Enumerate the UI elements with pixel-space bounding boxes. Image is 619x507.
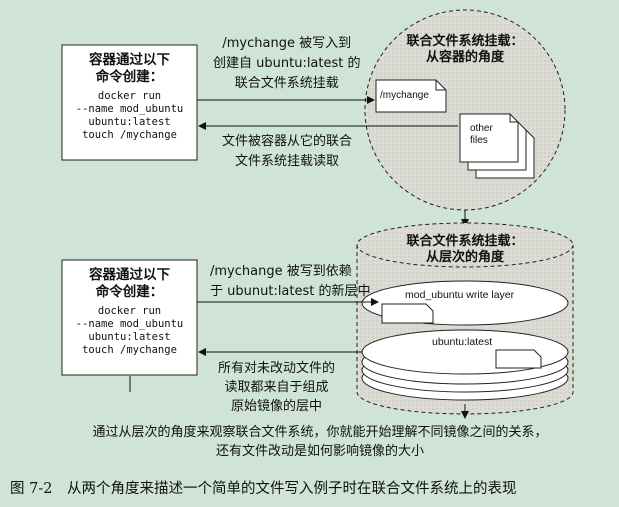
- bottom-read-label: 所有对未改动文件的 读取都来自于组成 原始镜像的层中: [218, 361, 336, 414]
- other-files-label: other files: [470, 123, 493, 146]
- top-box-title: 容器通过以下 命令创建：: [89, 52, 170, 85]
- bottom-box-command: docker run --name mod_ubuntu ubuntu:late…: [75, 305, 184, 357]
- top-read-label: 文件被容器从它的联合 文件系统挂载读取: [222, 134, 353, 169]
- base-layer-file-icon: [495, 349, 542, 369]
- top-box-command: docker run --name mod_ubuntu ubuntu:late…: [75, 90, 184, 142]
- top-command-box: [61, 44, 198, 161]
- bottom-write-label: /mychange 被写到依赖 于 ubunut:latest 的新层中: [210, 264, 371, 300]
- figure-caption: 图 7-2 从两个角度来描述一个简单的文件写入例子时在联合文件系统上的表现: [10, 481, 517, 497]
- mychange-file-label: /mychange: [380, 90, 429, 101]
- mychange-file-icon: [375, 79, 447, 113]
- write-layer-file-icon: [381, 303, 434, 324]
- base-layer-stack: [361, 329, 569, 401]
- layer-view-title: 联合文件系统挂载： 从层次的角度: [406, 234, 524, 266]
- write-layer-label: mod_ubuntu write layer: [405, 289, 515, 301]
- bottom-box-title: 容器通过以下 命令创建：: [89, 267, 170, 300]
- top-write-label: /mychange 被写入到 创建自 ubuntu:latest 的 联合文件系…: [213, 36, 361, 92]
- other-files-icon: [459, 113, 535, 179]
- base-layer-label: ubuntu:latest: [432, 336, 493, 348]
- bottom-command-box: [61, 259, 198, 376]
- container-view-title: 联合文件系统挂载： 从容器的角度: [406, 34, 524, 66]
- summary-text: 通过从层次的角度来观察联合文件系统，你就能开始理解不同镜像之间的关系， 还有文件…: [92, 425, 548, 459]
